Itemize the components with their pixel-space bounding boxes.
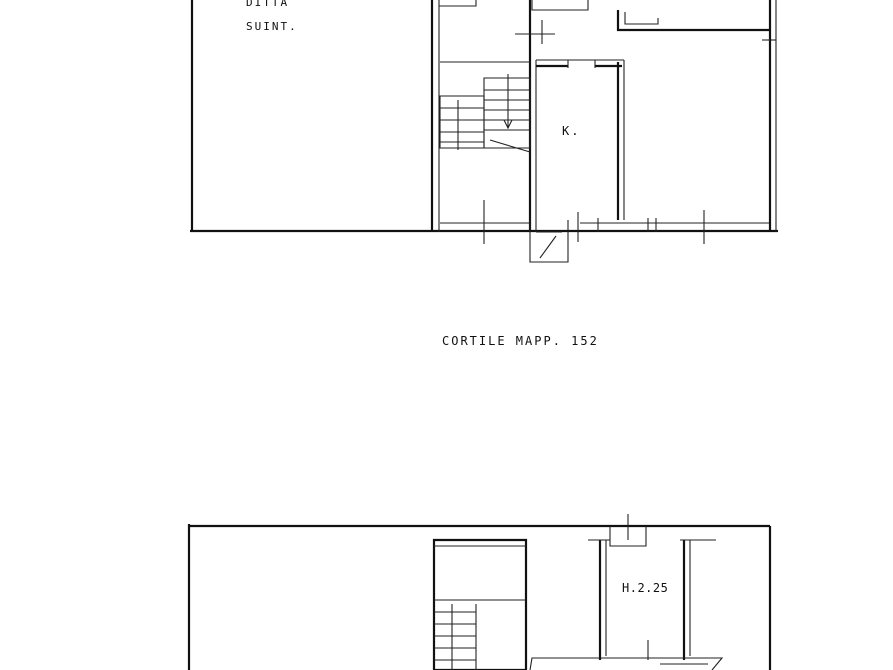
lower-top-door xyxy=(610,526,646,546)
stair-flight-left xyxy=(440,96,484,148)
upper-floor-plan xyxy=(190,0,778,262)
lower-stair-enclosure xyxy=(434,540,526,670)
staircase-upper xyxy=(440,62,530,152)
top-niche xyxy=(439,0,476,6)
top-door-frame xyxy=(532,0,588,10)
room-label-suint: SUINT. xyxy=(246,20,298,33)
bottom-opening-2 xyxy=(530,220,568,262)
right-top-wall xyxy=(618,10,770,30)
stair-flight-right xyxy=(484,78,530,148)
bottom-opening-2-diag xyxy=(540,236,556,258)
room-label-ditta: DITTA xyxy=(246,0,289,9)
lower-bottom-block xyxy=(530,658,722,670)
right-top-wall-inner xyxy=(625,12,658,24)
courtyard-label: CORTILE MAPP. 152 xyxy=(442,334,599,348)
room-label-k: K. xyxy=(562,124,580,138)
lower-floor-plan xyxy=(188,514,770,670)
room-label-height: H.2.25 xyxy=(622,581,668,595)
staircase-lower xyxy=(434,604,476,670)
